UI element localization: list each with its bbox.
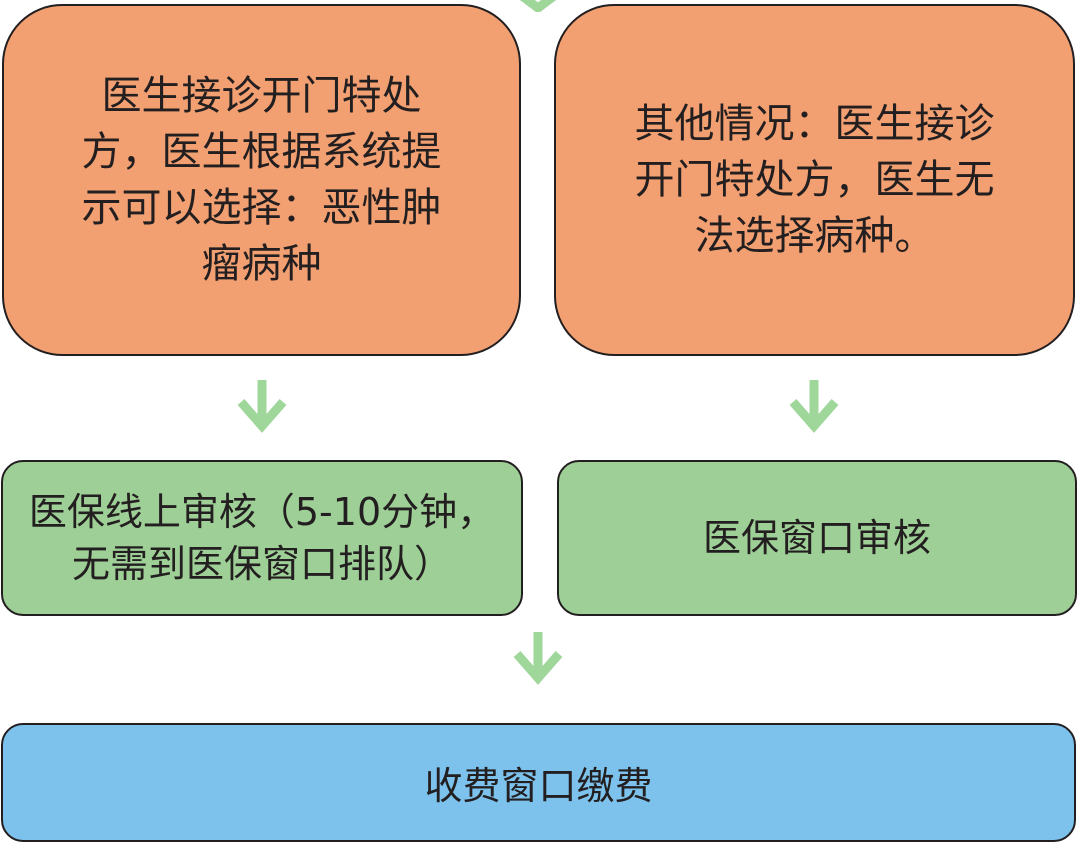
down-arrow-icon [789,380,839,433]
down-arrow-icon [513,632,563,685]
window-insurance-review-box: 医保窗口审核 [557,460,1077,616]
down-arrow-icon [519,0,557,12]
down-arrow-icon [237,380,287,433]
online-insurance-review-text: 医保线上审核（5-10分钟， 无需到医保窗口排队） [28,490,496,586]
other-situation-box: 其他情况：医生接诊 开门特处方，医生无 法选择病种。 [554,4,1075,356]
other-situation-text: 其他情况：医生接诊 开门特处方，医生无 法选择病种。 [634,101,995,259]
payment-window-box: 收费窗口缴费 [1,723,1076,842]
payment-window-text: 收费窗口缴费 [424,764,653,808]
online-insurance-review-box: 医保线上审核（5-10分钟， 无需到医保窗口排队） [1,460,523,616]
doctor-can-select-disease-text: 医生接诊开门特处 方，医生根据系统提 示可以选择：恶性肿 瘤病种 [81,73,442,287]
window-insurance-review-text: 医保窗口审核 [702,516,931,560]
doctor-can-select-disease-box: 医生接诊开门特处 方，医生根据系统提 示可以选择：恶性肿 瘤病种 [2,4,521,356]
